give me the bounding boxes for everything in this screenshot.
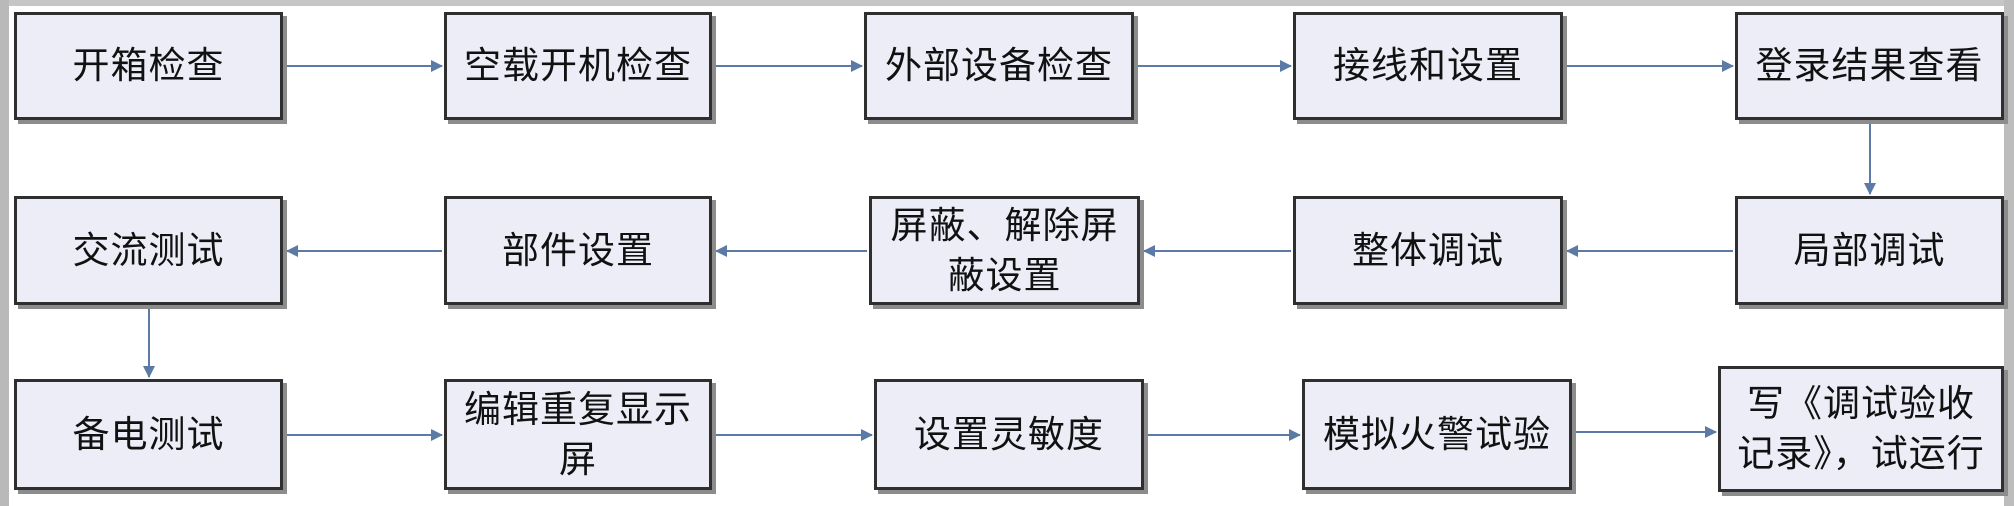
step-backup-power-test: 备电测试: [14, 379, 283, 490]
frame-right-border: [2004, 0, 2014, 506]
step-write-acceptance-record-trial-run: 写《调试验收记录》，试运行: [1718, 366, 2004, 492]
step-overall-commissioning: 整体调试: [1293, 196, 1563, 305]
step-ac-test: 交流测试: [14, 196, 283, 305]
frame-left-border: [0, 0, 9, 506]
step-set-sensitivity: 设置灵敏度: [874, 379, 1144, 490]
step-view-registration-results: 登录结果查看: [1735, 12, 2004, 120]
step-no-load-startup-check: 空载开机检查: [444, 12, 712, 120]
step-external-device-check: 外部设备检查: [864, 12, 1134, 120]
frame-top-border: [0, 0, 2014, 6]
step-shield-unshield-setup: 屏蔽、解除屏蔽设置: [869, 196, 1140, 305]
step-edit-repeater-display: 编辑重复显示屏: [444, 379, 712, 490]
step-wiring-and-setup: 接线和设置: [1293, 12, 1563, 120]
step-unboxing-inspection: 开箱检查: [14, 12, 283, 120]
step-component-setup: 部件设置: [444, 196, 712, 305]
step-simulated-fire-alarm-test: 模拟火警试验: [1302, 379, 1572, 490]
step-partial-commissioning: 局部调试: [1735, 196, 2004, 305]
